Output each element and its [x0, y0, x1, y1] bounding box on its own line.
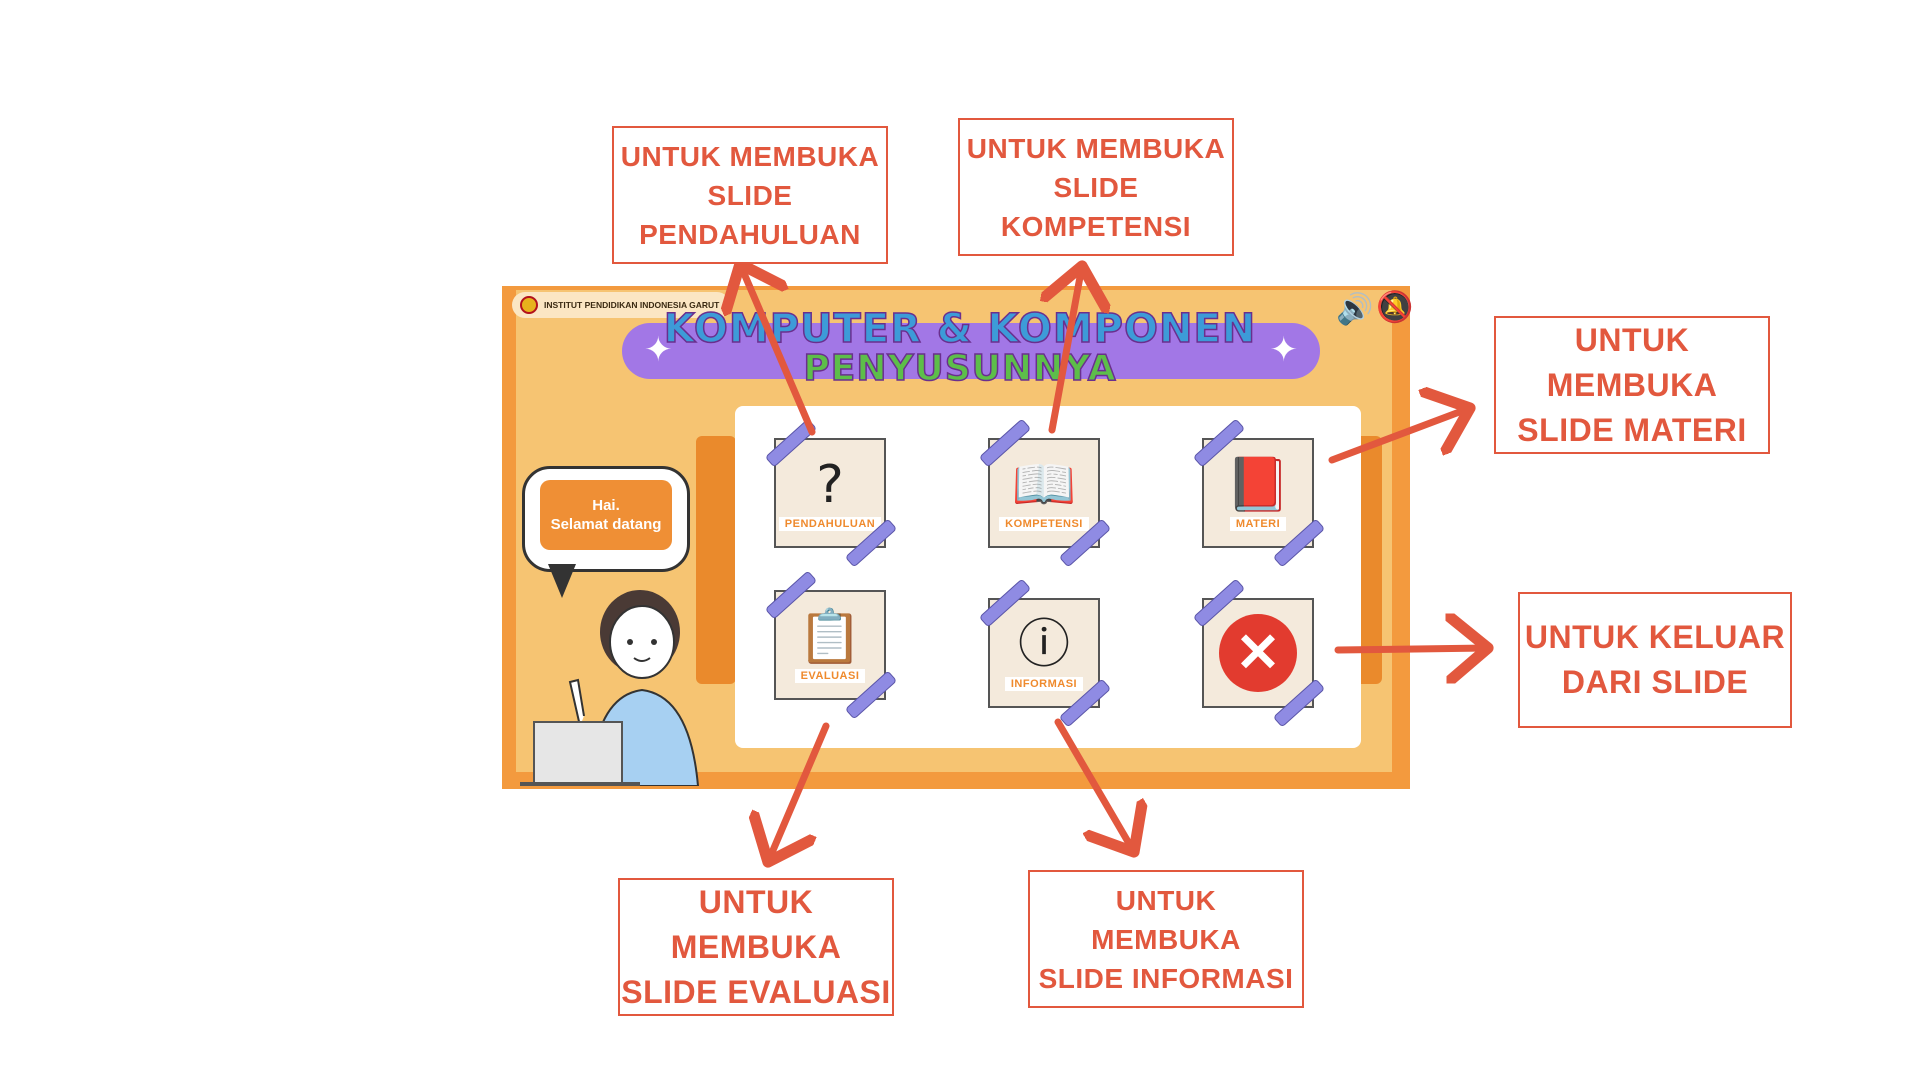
menu-label: INFORMASI — [1004, 677, 1084, 691]
menu-pendahuluan-button[interactable]: ? PENDAHULUAN — [764, 418, 898, 568]
callout-informasi: UNTUK MEMBUKA SLIDE INFORMASI — [1028, 870, 1304, 1008]
menu-informasi-button[interactable]: ⓘ INFORMASI — [978, 578, 1112, 728]
logo-seal-icon — [520, 296, 538, 314]
close-icon: ✕ — [1219, 614, 1297, 692]
speaker-icon[interactable]: 🔊 — [1336, 293, 1374, 326]
menu-evaluasi-button[interactable]: 📋 EVALUASI — [764, 570, 898, 720]
lightbulb-question-icon: ? — [816, 455, 844, 515]
callout-evaluasi: UNTUK MEMBUKA SLIDE EVALUASI — [618, 878, 894, 1016]
sparkle-icon: ✦ — [1269, 331, 1299, 369]
arrow-kompetensi — [1052, 266, 1082, 434]
title-bar: ✦ ✦ — [622, 323, 1320, 379]
arrow-keluar — [1334, 648, 1488, 650]
open-book-icon: 📖 — [1011, 455, 1077, 515]
closed-book-icon: 📕 — [1225, 455, 1291, 515]
callout-kompetensi: UNTUK MEMBUKA SLIDE KOMPETENSI — [958, 118, 1234, 256]
menu-label: KOMPETENSI — [999, 517, 1089, 531]
menu-label: MATERI — [1229, 517, 1287, 531]
callout-materi: UNTUK MEMBUKA SLIDE MATERI — [1494, 316, 1770, 454]
institution-logo: INSTITUT PENDIDIKAN INDONESIA GARUT — [512, 292, 730, 318]
menu-label: PENDAHULUAN — [778, 517, 882, 531]
arrow-pendahuluan — [740, 264, 816, 436]
menu-label: EVALUASI — [794, 669, 866, 683]
left-panel — [696, 436, 736, 684]
institution-name: INSTITUT PENDIDIKAN INDONESIA GARUT — [544, 300, 720, 310]
callout-pendahuluan: UNTUK MEMBUKA SLIDE PENDAHULUAN — [612, 126, 888, 264]
character-illustration — [520, 590, 700, 786]
arrow-evaluasi — [768, 722, 830, 862]
menu-kompetensi-button[interactable]: 📖 KOMPETENSI — [978, 418, 1112, 568]
arrow-informasi — [1054, 718, 1134, 852]
clipboard-search-icon: 📋 — [797, 607, 863, 667]
callout-keluar: UNTUK KELUAR DARI SLIDE — [1518, 592, 1792, 728]
info-icon: ⓘ — [1017, 615, 1070, 675]
sparkle-icon: ✦ — [644, 331, 673, 369]
mute-bell-icon[interactable]: 🔕 — [1376, 291, 1414, 324]
speech-bubble-tail — [548, 564, 576, 598]
menu-exit-button[interactable]: ✕ — [1192, 578, 1326, 728]
arrow-materi — [1328, 408, 1470, 464]
greeting-text: Hai. Selamat datang — [540, 480, 672, 550]
menu-materi-button[interactable]: 📕 MATERI — [1192, 418, 1326, 568]
